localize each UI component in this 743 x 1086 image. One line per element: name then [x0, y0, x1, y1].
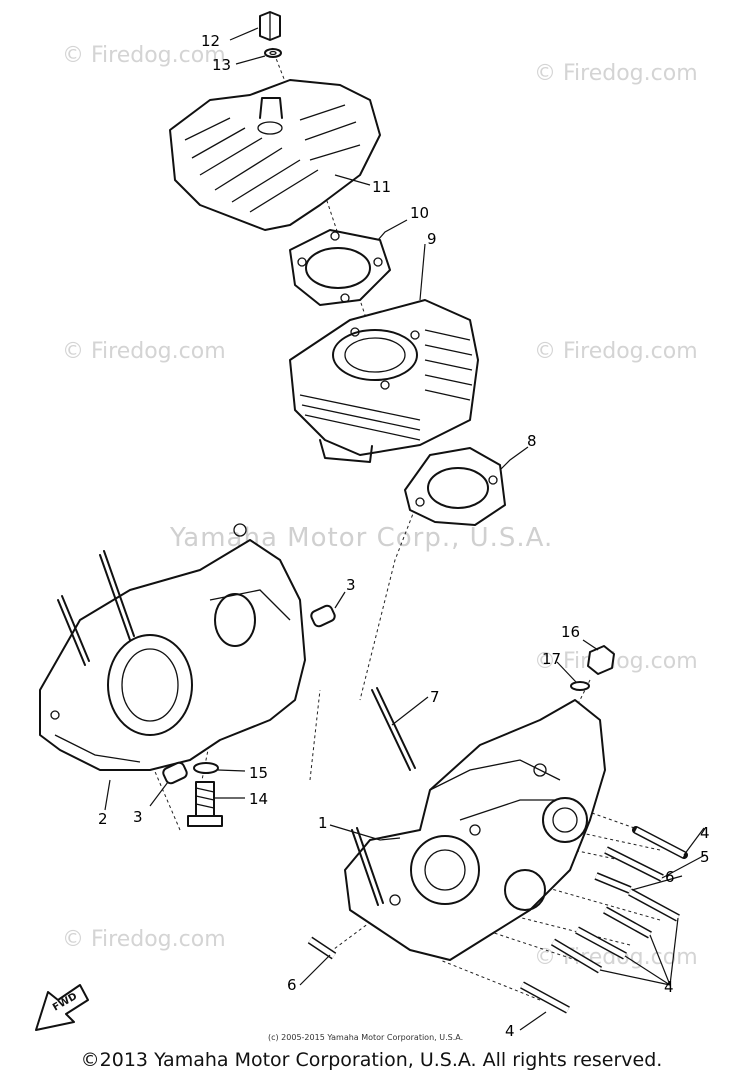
- callout-3: 3: [133, 808, 143, 826]
- watermark-text: © Firedog.com: [534, 339, 698, 364]
- plug-bolt: [587, 645, 615, 675]
- drain-bolt: [187, 781, 223, 827]
- callout-16: 16: [561, 623, 580, 641]
- callout-4: 4: [700, 824, 710, 842]
- crankcase-bolt: [604, 846, 664, 882]
- crankcase-bolt: [520, 981, 570, 1014]
- callout-12: 12: [201, 32, 220, 50]
- left-crankcase: [39, 523, 306, 771]
- callout-4: 4: [505, 1022, 515, 1040]
- head-gasket: [289, 229, 391, 306]
- crankcase-bolt: [628, 888, 680, 922]
- watermark-layer: © Firedog.com © Firedog.com © Firedog.co…: [62, 43, 698, 970]
- cylinder-base-gasket: [404, 447, 506, 526]
- crankcase-bolts: [307, 826, 688, 1014]
- callout-4: 4: [664, 978, 674, 996]
- crankcase-bolt: [307, 936, 337, 960]
- small-credit: (c) 2005-2015 Yamaha Motor Corporation, …: [268, 1033, 463, 1042]
- watermark-text: © Firedog.com: [62, 927, 226, 952]
- callout-1: 1: [318, 814, 328, 832]
- callout-6: 6: [665, 868, 675, 886]
- watermark-text: © Firedog.com: [534, 649, 698, 674]
- watermark-company: Yamaha Motor Corp., U.S.A.: [169, 523, 553, 553]
- crankcase-bolt: [594, 872, 632, 894]
- watermark-text: © Firedog.com: [62, 43, 226, 68]
- callout-2: 2: [98, 810, 108, 828]
- crankcase-bolt: [575, 926, 627, 960]
- plug-washer: [570, 681, 590, 691]
- dowel-pin: [162, 761, 188, 785]
- right-crankcase: [344, 699, 606, 961]
- callout-5: 5: [700, 848, 710, 866]
- dowel-pin: [310, 604, 336, 628]
- callout-15: 15: [249, 764, 268, 782]
- callout-8: 8: [527, 432, 537, 450]
- callout-17: 17: [542, 650, 561, 668]
- watermark-text: © Firedog.com: [62, 339, 226, 364]
- cylinder-stud: [371, 687, 416, 771]
- washer: [264, 48, 282, 58]
- forward-arrow-icon: FWD: [35, 984, 89, 1031]
- cylinder-head-nut: [259, 11, 281, 41]
- callout-13: 13: [212, 56, 231, 74]
- callout-14: 14: [249, 790, 268, 808]
- callout-10: 10: [410, 204, 429, 222]
- cylinder-head: [169, 79, 381, 231]
- crankcase-bolt: [632, 826, 688, 859]
- cylinder: [289, 299, 479, 463]
- crankcase-bolt: [603, 906, 652, 939]
- drain-washer: [193, 762, 219, 774]
- callout-3: 3: [346, 576, 356, 594]
- copyright-notice: ©2013 Yamaha Motor Corporation, U.S.A. A…: [80, 1049, 663, 1071]
- callout-7: 7: [430, 688, 440, 706]
- callout-9: 9: [427, 230, 437, 248]
- crankcase-bolt: [550, 938, 603, 974]
- leader-lines: [104, 27, 706, 1031]
- watermark-text: © Firedog.com: [534, 61, 698, 86]
- callout-6: 6: [287, 976, 297, 994]
- callout-11: 11: [372, 178, 391, 196]
- callout-labels: 12 13 11 10 9 8 3 2 3 15 14 7 16 17 1 4 …: [98, 32, 710, 1040]
